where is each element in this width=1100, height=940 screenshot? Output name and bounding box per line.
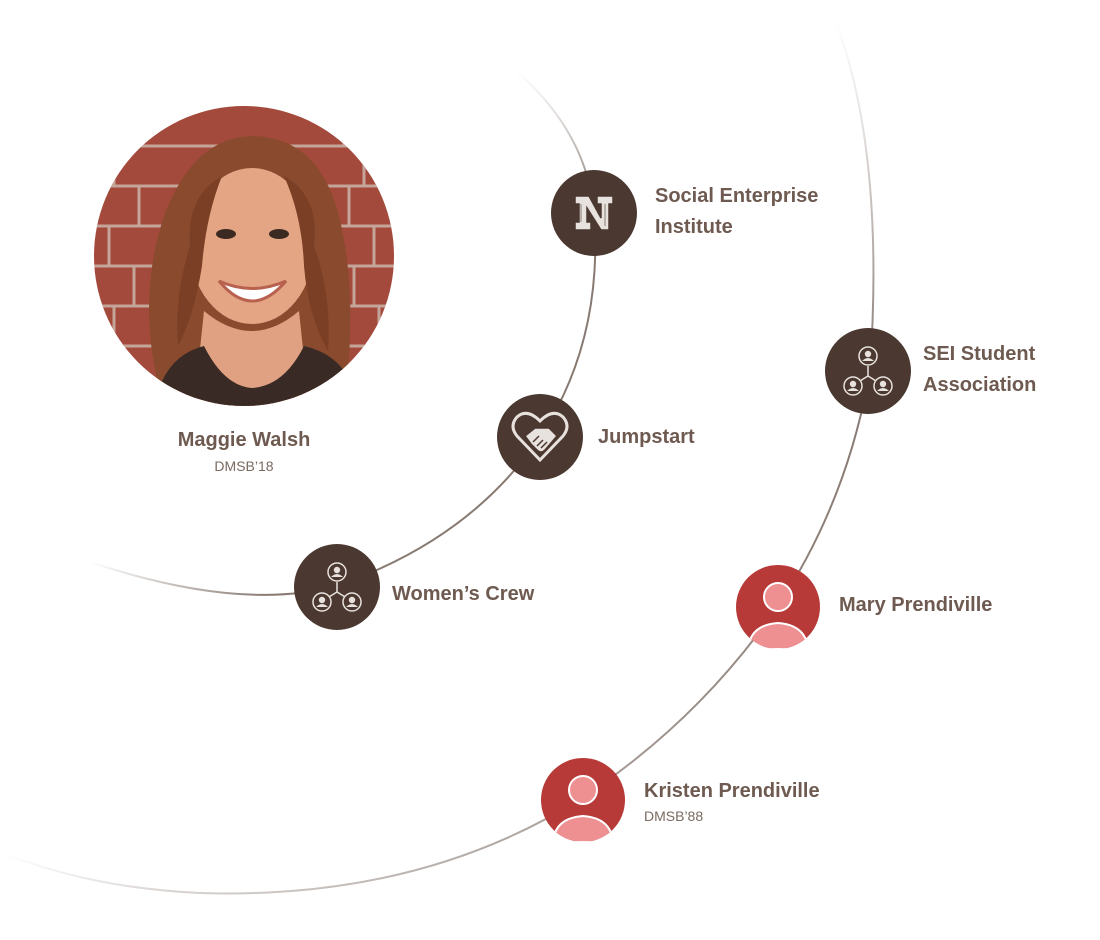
social-enterprise-institute-node[interactable]	[551, 170, 637, 256]
kristen-prendiville-label: Kristen Prendiville	[644, 780, 820, 802]
mary-prendiville-label: Mary Prendiville	[839, 594, 993, 616]
profile-photo	[94, 106, 394, 406]
northeastern-n-icon	[574, 195, 614, 231]
womens-crew-node[interactable]	[294, 544, 380, 630]
social-enterprise-institute-label: Social Enterprise Institute	[655, 185, 819, 238]
outer-arc-top	[834, 19, 875, 371]
group-network-icon	[843, 346, 893, 396]
jumpstart-node[interactable]	[497, 394, 583, 480]
kristen-prendiville-class-year: DMSB’88	[644, 808, 704, 824]
sei-student-association-node[interactable]	[825, 328, 911, 414]
mary-prendiville-node[interactable]	[736, 565, 820, 649]
kristen-prendiville-node[interactable]	[541, 758, 625, 842]
sei-student-association-label: SEI Student Association	[923, 343, 1037, 396]
profile-class-year: DMSB’18	[214, 458, 274, 474]
profile-name: Maggie Walsh	[177, 429, 311, 451]
jumpstart-label: Jumpstart	[598, 426, 695, 448]
inner-arc	[89, 209, 597, 596]
group-network-icon	[312, 562, 362, 612]
person-icon	[551, 775, 615, 842]
womens-crew-label: Women’s Crew	[392, 583, 535, 605]
handshake-heart-icon	[511, 411, 569, 463]
person-icon	[746, 582, 810, 649]
